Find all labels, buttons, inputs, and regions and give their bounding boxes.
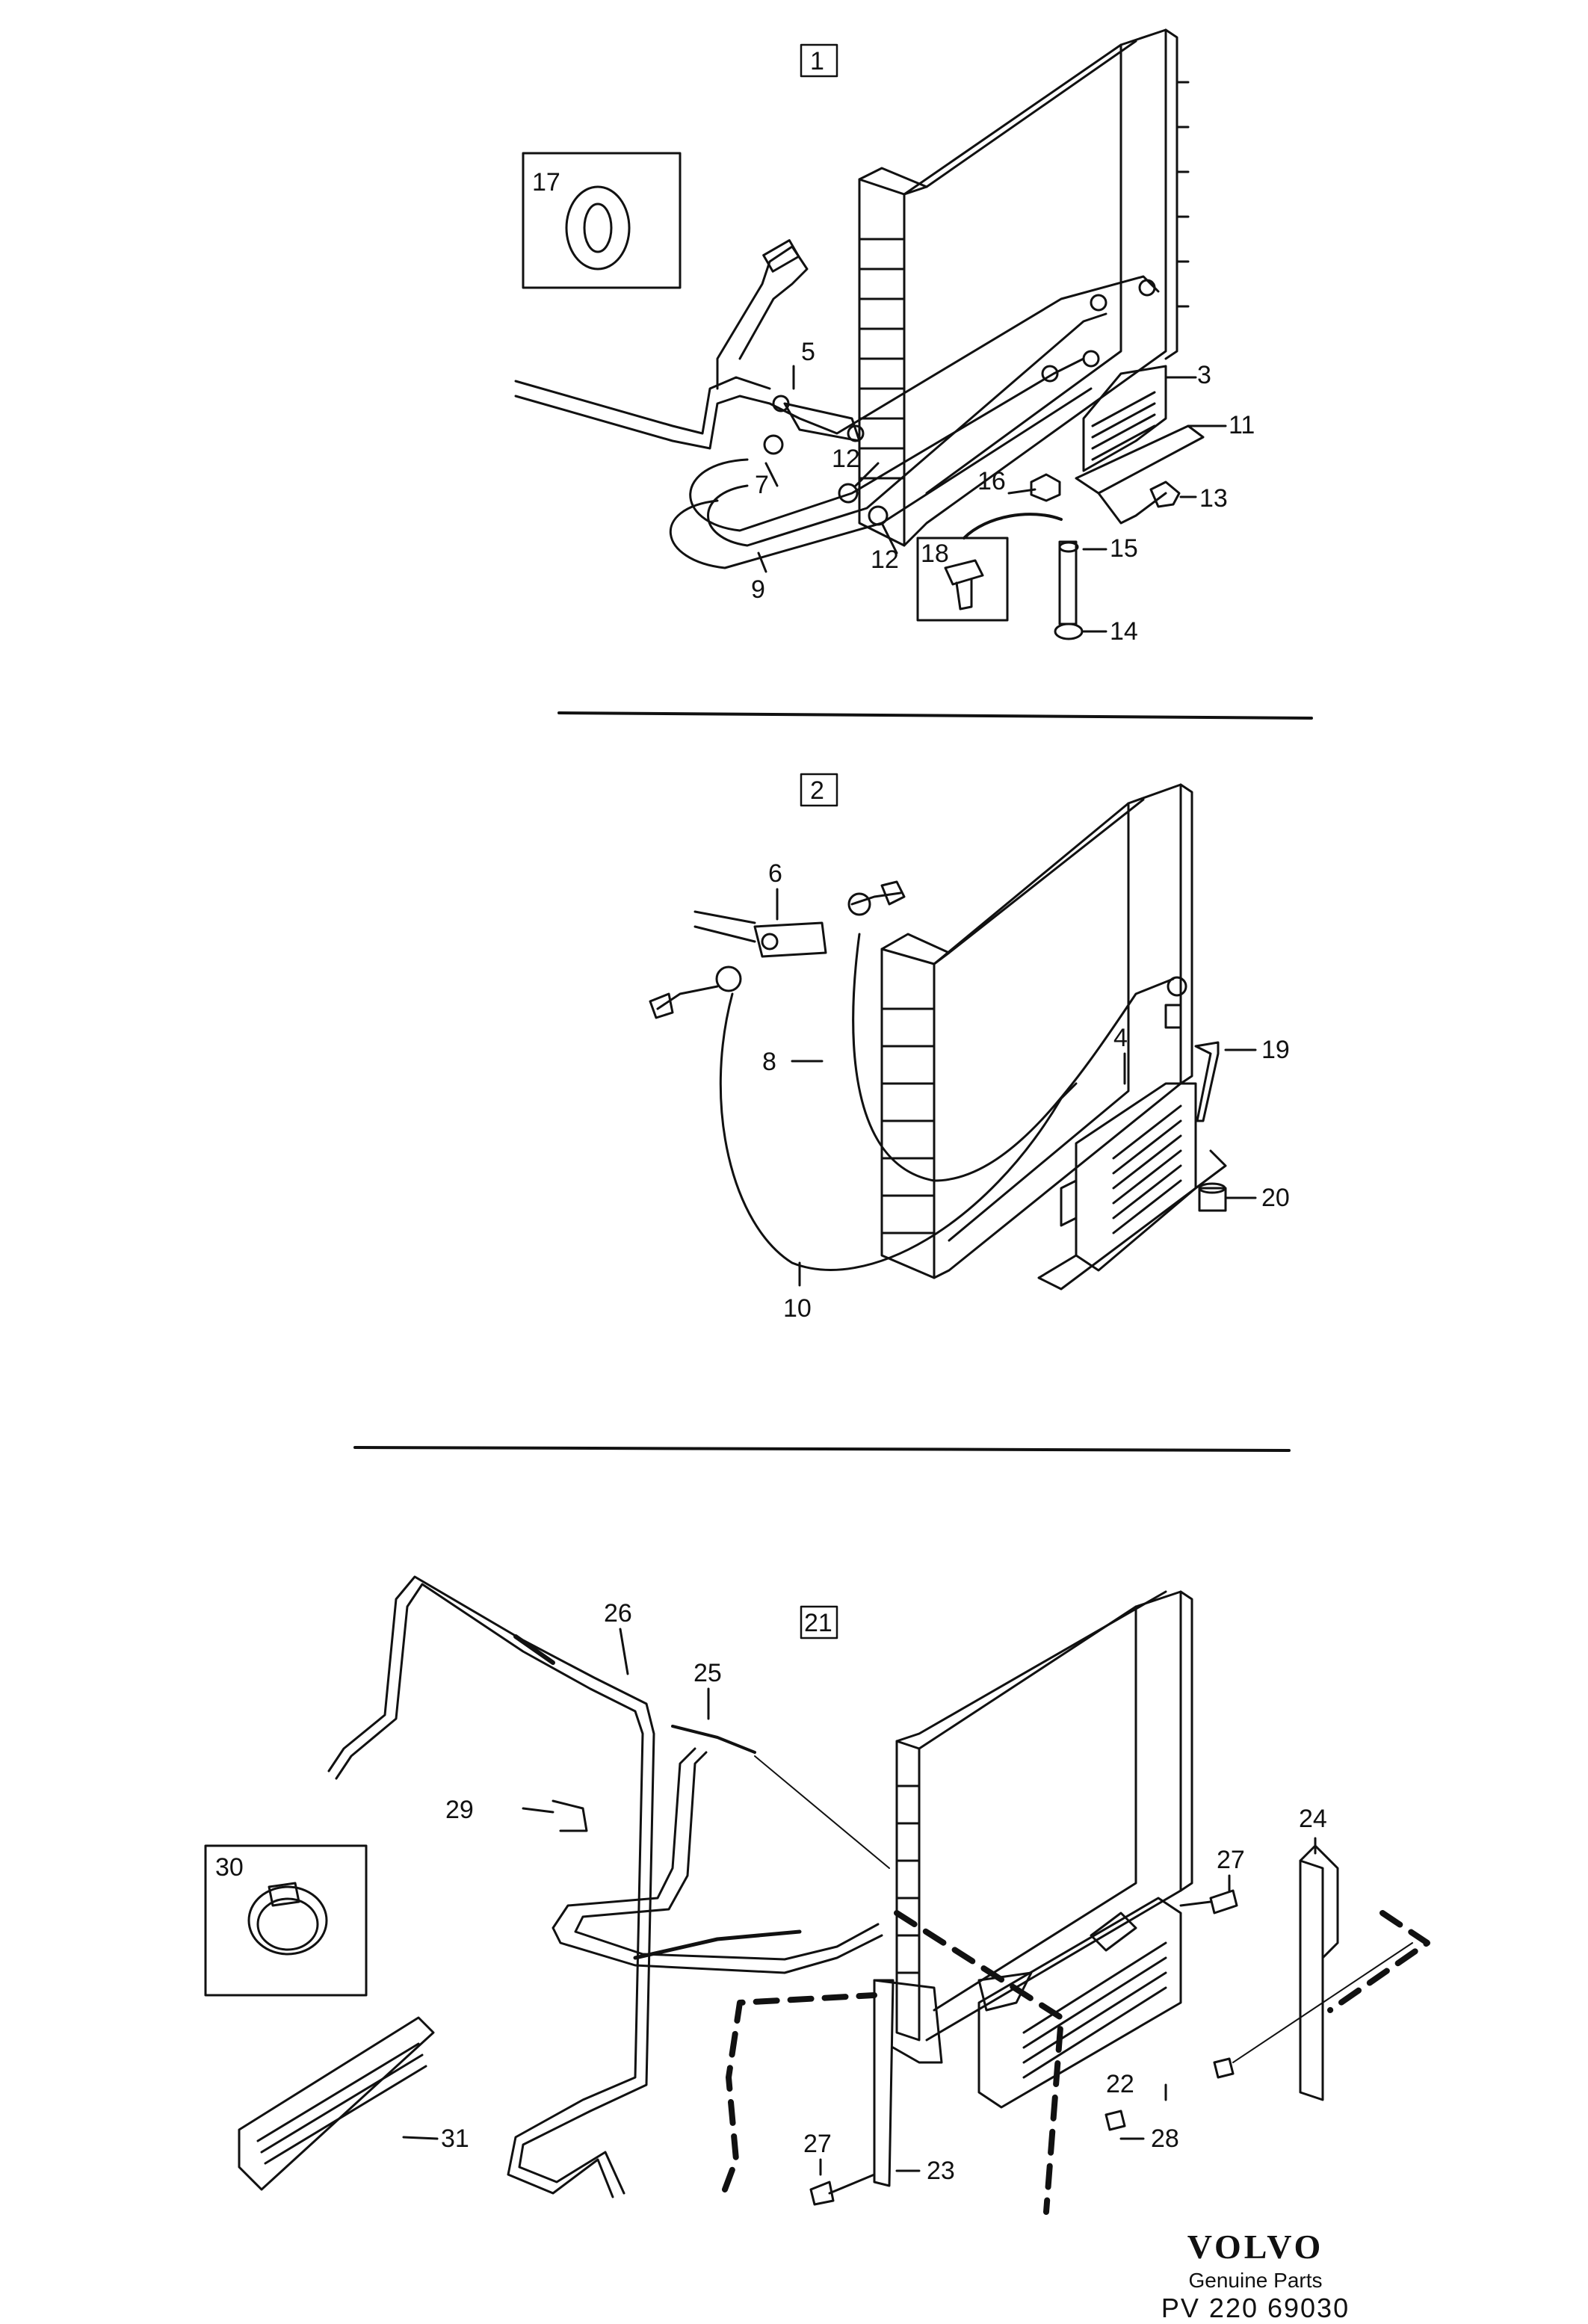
section-3-drawing	[204, 1575, 1430, 2215]
callout-10: 10	[783, 1294, 812, 1323]
callout-9: 9	[751, 575, 765, 604]
inset-17	[522, 152, 682, 289]
callout-27a: 27	[1217, 1846, 1245, 1874]
brand-logo-text: VOLVO	[1187, 2228, 1324, 2266]
callout-19: 19	[1261, 1036, 1290, 1064]
callout-20: 20	[1261, 1184, 1290, 1212]
callout-26: 26	[604, 1599, 632, 1628]
callout-29: 29	[445, 1796, 474, 1824]
callout-12b: 12	[871, 546, 899, 574]
callout-18: 18	[921, 540, 949, 568]
section-3-box	[800, 1605, 838, 1640]
section-1-drawing	[514, 28, 1227, 640]
callout-5: 5	[801, 338, 815, 366]
callout-3: 3	[1197, 361, 1211, 389]
callout-24: 24	[1299, 1805, 1327, 1833]
diagram-reference: PV 220 69030	[1161, 2293, 1350, 2323]
callout-31: 31	[441, 2124, 469, 2153]
callout-17: 17	[532, 168, 560, 197]
callout-13: 13	[1199, 484, 1228, 513]
callout-4: 4	[1113, 1024, 1128, 1052]
callout-15: 15	[1110, 534, 1138, 563]
section-3-number: 21	[804, 1609, 832, 1637]
inset-18	[916, 537, 1009, 622]
callout-27b: 27	[803, 2130, 832, 2158]
callout-11: 11	[1229, 411, 1255, 439]
inset-30	[204, 1844, 368, 1997]
callout-23: 23	[927, 2157, 955, 2185]
callout-22: 22	[1106, 2070, 1134, 2098]
callout-14: 14	[1110, 617, 1138, 646]
callout-12a: 12	[832, 445, 860, 473]
divider-2	[353, 1446, 1291, 1452]
section-2-number: 2	[810, 776, 824, 805]
brand-subtitle: Genuine Parts	[1188, 2269, 1323, 2292]
callout-30: 30	[215, 1853, 244, 1882]
divider-1	[557, 711, 1313, 720]
callout-6: 6	[768, 859, 782, 888]
section-2-box	[800, 773, 838, 807]
callout-25: 25	[693, 1659, 722, 1687]
section-1-box	[800, 43, 838, 78]
callout-7: 7	[755, 471, 769, 499]
section-2-drawing	[649, 773, 1257, 1291]
callout-8: 8	[762, 1048, 776, 1076]
section-1-number: 1	[810, 47, 824, 75]
callout-16: 16	[977, 467, 1006, 495]
callout-28: 28	[1151, 2124, 1179, 2153]
